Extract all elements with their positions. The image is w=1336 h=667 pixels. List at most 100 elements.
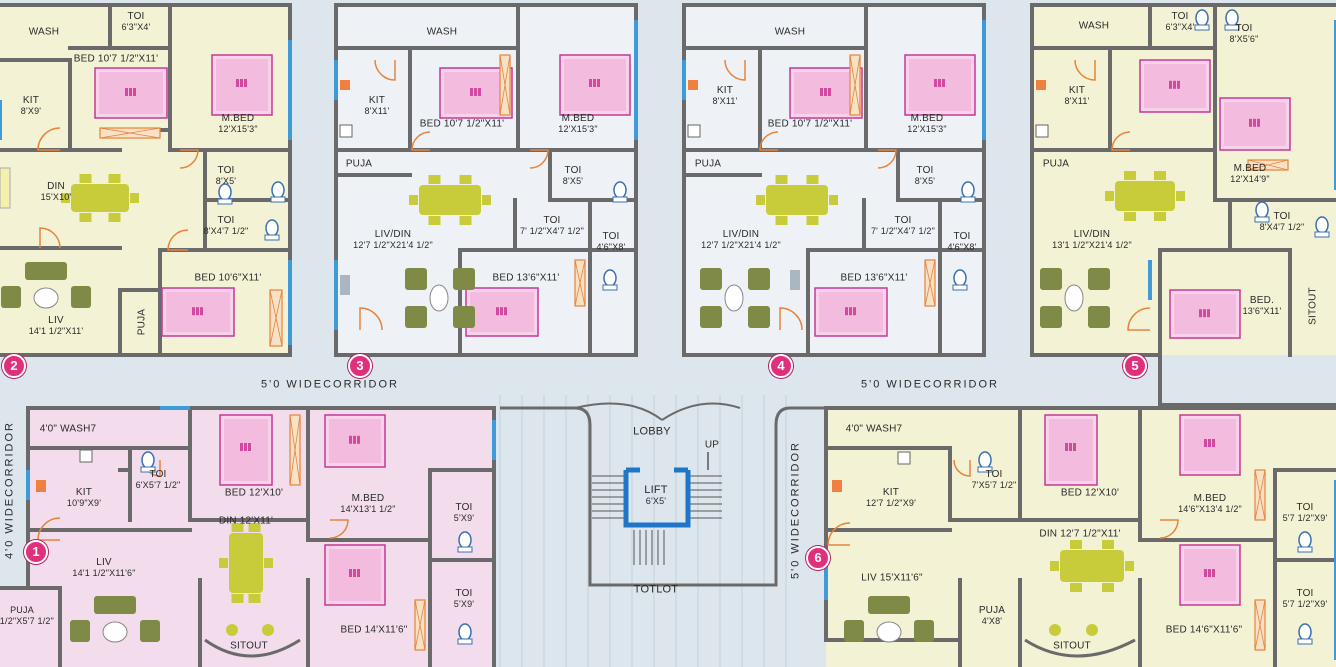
toilet-fixture bbox=[978, 451, 992, 469]
corridor-label-top-right: 5'0 WIDECORRIDOR bbox=[861, 378, 999, 391]
door-swing bbox=[1127, 307, 1151, 331]
stove-fixture bbox=[688, 80, 698, 90]
sink-fixture bbox=[79, 449, 93, 463]
bed-pillow bbox=[597, 79, 600, 87]
wardrobe-mark bbox=[269, 289, 283, 347]
toilet-cistern bbox=[217, 198, 233, 205]
dining-chair bbox=[409, 195, 418, 205]
unit-number-badge: 3 bbox=[348, 354, 372, 378]
bed-pillow bbox=[349, 435, 352, 444]
bed-pillow bbox=[1253, 118, 1256, 127]
sink-fixture bbox=[897, 451, 911, 465]
toilet-cistern bbox=[457, 546, 473, 553]
lobby-outline bbox=[500, 406, 826, 587]
room-label: WASH bbox=[28, 26, 60, 38]
bed-pillow bbox=[1212, 439, 1215, 447]
sofa bbox=[1088, 268, 1110, 290]
toilet-fixture bbox=[961, 181, 975, 199]
bed-pillow bbox=[196, 307, 199, 316]
bed-pillow bbox=[938, 79, 941, 87]
toilet-cistern bbox=[1297, 546, 1313, 553]
dining-chair bbox=[459, 216, 472, 225]
lobby-arc bbox=[574, 402, 741, 421]
sitout-arc bbox=[204, 638, 301, 658]
sofa bbox=[700, 268, 722, 290]
sofa bbox=[405, 268, 427, 290]
bed-pillow bbox=[357, 569, 360, 577]
unit-number-badge: 2 bbox=[2, 354, 26, 378]
room-label: PUJA bbox=[345, 158, 373, 170]
lobby-label: LOBBY bbox=[633, 425, 671, 438]
toilet-fixture bbox=[613, 181, 627, 199]
room-label: PUJA bbox=[136, 308, 148, 336]
unit-number-badge: 1 bbox=[24, 540, 48, 564]
dining-chair bbox=[264, 558, 273, 568]
bed-pillow bbox=[1212, 569, 1215, 577]
sofa bbox=[700, 306, 722, 328]
bed-pillow bbox=[236, 79, 239, 87]
room-label: BED 10'7 1/2"X11' bbox=[419, 118, 505, 130]
dining-chair bbox=[1102, 583, 1114, 592]
dining-chair bbox=[248, 594, 261, 603]
dining-chair bbox=[1105, 191, 1114, 201]
toilet-fixture bbox=[265, 219, 279, 237]
stove-fixture bbox=[1036, 80, 1046, 90]
dining-chair bbox=[248, 523, 261, 532]
dining-chair bbox=[231, 523, 244, 532]
bed-pillow bbox=[1203, 309, 1206, 318]
bed-pillow bbox=[470, 88, 473, 96]
dining-chair bbox=[61, 193, 70, 203]
wardrobe-mark bbox=[924, 259, 936, 307]
corridor-label-left: 4'0 WIDECORRIDOR bbox=[3, 421, 16, 559]
sitout-arc bbox=[1024, 638, 1136, 658]
room-label: BED 12'X10' bbox=[224, 487, 284, 499]
door-swing bbox=[1111, 131, 1131, 151]
door-swing bbox=[529, 149, 549, 169]
door-swing bbox=[179, 149, 199, 169]
door-swing bbox=[1074, 59, 1096, 81]
bed-pillow bbox=[1069, 443, 1072, 451]
bed-pillow bbox=[1065, 443, 1068, 451]
dining-chair bbox=[130, 193, 139, 203]
room-label: PUJA7' 1/2"X5'7 1/2" bbox=[0, 605, 55, 626]
room-label: SITOUT bbox=[230, 640, 268, 652]
sink-fixture bbox=[687, 124, 701, 138]
sofa bbox=[25, 262, 67, 280]
dining-chair bbox=[219, 558, 228, 568]
room-label: BED 13'6"X11' bbox=[840, 272, 908, 284]
room-label: 4'0" WASH7 bbox=[39, 423, 97, 435]
bed-pillow bbox=[824, 88, 827, 96]
sofa bbox=[140, 620, 160, 642]
bed-pillow bbox=[1204, 569, 1207, 577]
bed-pillow bbox=[1257, 118, 1260, 127]
coffee-table bbox=[1064, 284, 1084, 312]
sitout-chair bbox=[1049, 624, 1061, 636]
bed-pillow bbox=[125, 88, 128, 96]
dining-table bbox=[71, 184, 129, 212]
toilet-cistern bbox=[1194, 24, 1210, 31]
din-fixture bbox=[0, 167, 11, 209]
bed-pillow bbox=[504, 307, 507, 316]
dining-chair bbox=[79, 213, 92, 222]
bed-pillow bbox=[1208, 569, 1211, 577]
bed-pillow bbox=[248, 443, 251, 451]
dining-chair bbox=[1050, 561, 1059, 571]
bed-pillow bbox=[496, 307, 499, 316]
coffee-table bbox=[102, 621, 128, 643]
sink-fixture bbox=[339, 124, 353, 138]
sofa bbox=[868, 596, 910, 614]
